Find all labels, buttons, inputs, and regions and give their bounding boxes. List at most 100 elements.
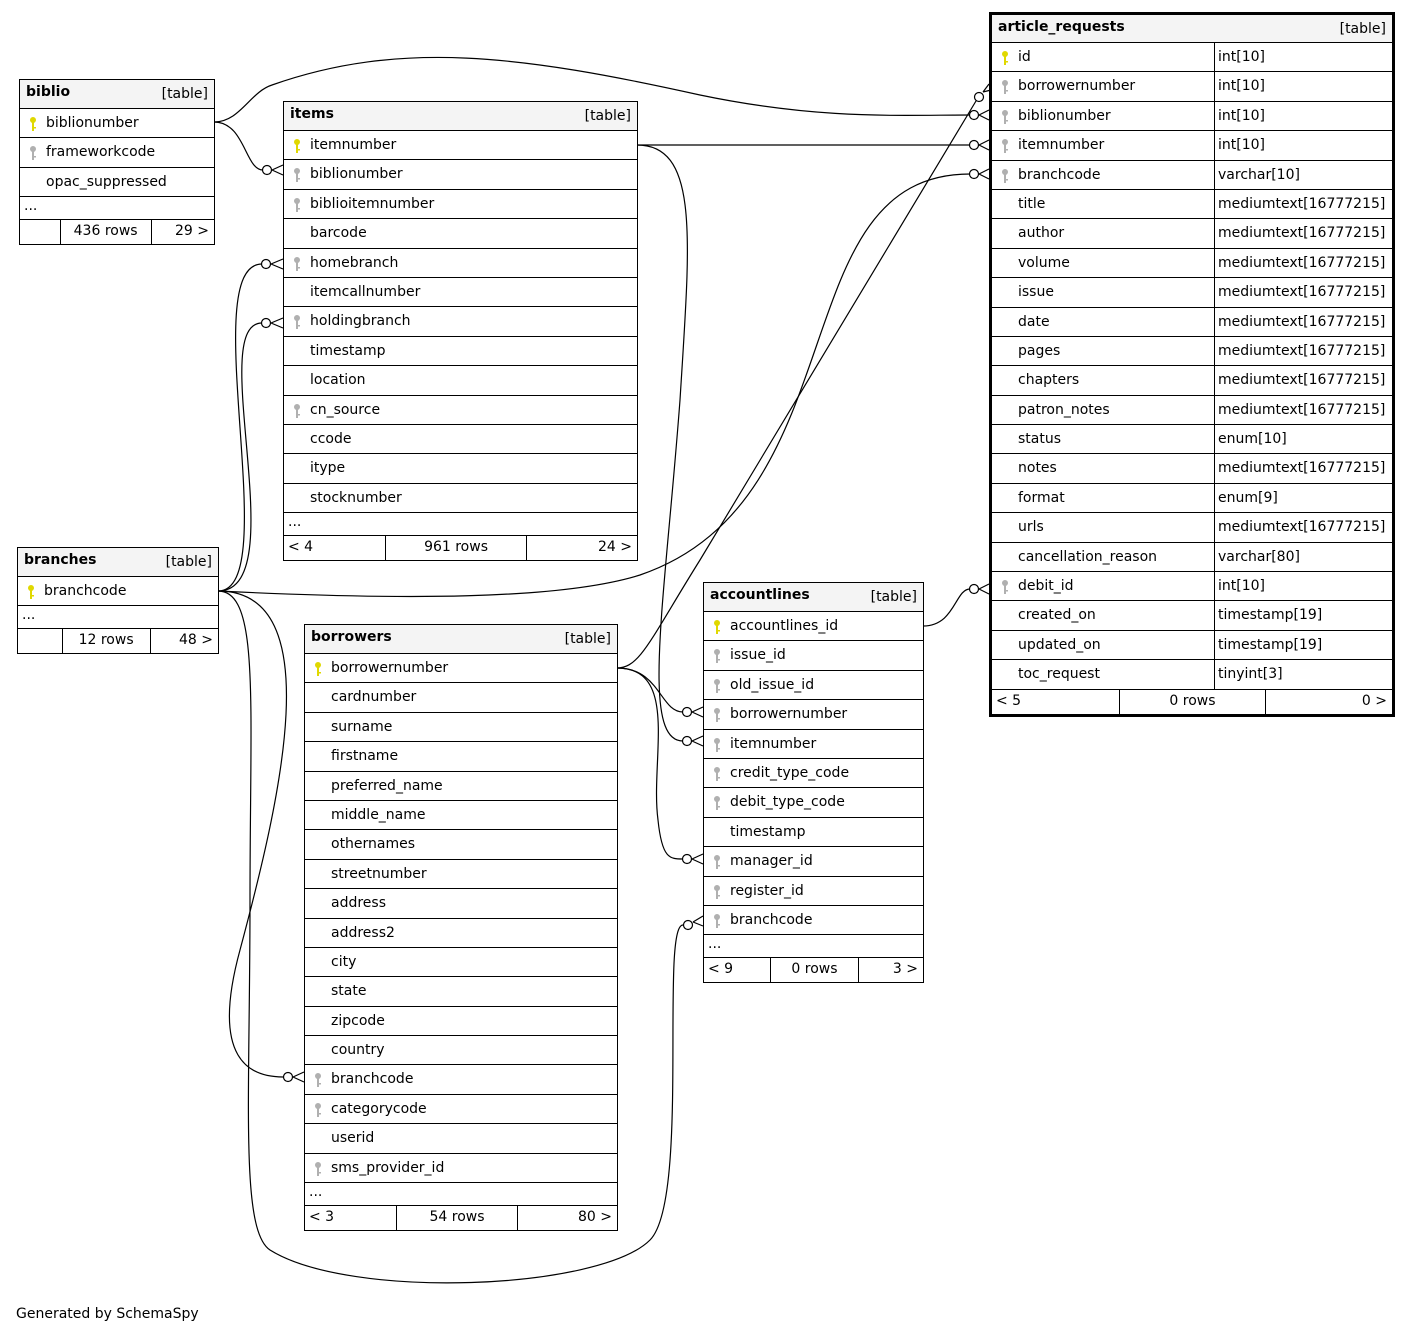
column-row[interactable]: location [284, 366, 637, 396]
table-header[interactable]: borrowers[table] [305, 625, 617, 654]
column-row[interactable]: opac_suppressed [20, 168, 214, 198]
child-count[interactable]: 48 > [149, 629, 218, 654]
table-header[interactable]: items[table] [284, 102, 637, 131]
column-row[interactable]: credit_type_code [704, 759, 923, 789]
parent-count[interactable]: < 5 [996, 692, 1022, 709]
column-name: address2 [331, 924, 395, 941]
column-type: enum[10] [1218, 431, 1287, 448]
column-name: timestamp [730, 823, 806, 840]
column-row[interactable]: middle_name [305, 801, 617, 831]
column-row[interactable]: frameworkcode [20, 138, 214, 168]
column-row[interactable]: zipcode [305, 1007, 617, 1037]
column-row[interactable]: biblioitemnumber [284, 190, 637, 220]
column-row[interactable]: ccode [284, 425, 637, 455]
child-count[interactable]: 0 > [1264, 689, 1392, 714]
column-row[interactable]: preferred_name [305, 772, 617, 801]
column-row[interactable]: othernames [305, 830, 617, 860]
column-row[interactable]: old_issue_id [704, 671, 923, 701]
column-row[interactable]: address2 [305, 919, 617, 948]
column-row[interactable]: cn_source [284, 396, 637, 425]
column-row[interactable]: categorycode [305, 1095, 617, 1125]
column-row[interactable]: userid [305, 1124, 617, 1154]
column-type: varchar[80] [1218, 548, 1300, 565]
table-header[interactable]: biblio[table] [20, 80, 214, 109]
column-row[interactable]: itemnumber [284, 131, 637, 161]
column-row[interactable]: state [305, 977, 617, 1007]
column-row[interactable]: timestamp [284, 337, 637, 367]
table-header[interactable]: branches[table] [18, 548, 218, 577]
parent-count[interactable]: < 4 [288, 539, 314, 556]
column-row[interactable]: itemnumber [704, 730, 923, 759]
column-row[interactable]: biblionumber [284, 160, 637, 190]
parent-count[interactable] [20, 220, 60, 244]
column-row[interactable]: register_id [704, 877, 923, 906]
child-count[interactable]: 3 > [857, 958, 923, 983]
column-row[interactable]: itemcallnumber [284, 278, 637, 308]
parent-count[interactable]: < 9 [708, 961, 734, 978]
column-row[interactable]: homebranch [284, 249, 637, 278]
column-row[interactable]: branchcode [18, 577, 218, 607]
column-row[interactable]: country [305, 1036, 617, 1066]
parent-count[interactable] [18, 629, 62, 653]
column-row[interactable]: debit_type_code [704, 788, 923, 818]
column-name: urls [1018, 519, 1044, 536]
parent-count[interactable]: < 3 [309, 1209, 335, 1226]
column-row[interactable]: biblionumber [20, 109, 214, 139]
child-count[interactable]: 29 > [150, 220, 214, 245]
column-row[interactable]: itype [284, 454, 637, 484]
child-count[interactable]: 80 > [516, 1206, 617, 1231]
column-row[interactable]: branchcode [305, 1065, 617, 1095]
table-header[interactable]: article_requests[table] [992, 15, 1392, 43]
column-row[interactable]: stocknumber [284, 484, 637, 514]
table-header[interactable]: accountlines[table] [704, 583, 923, 612]
column-row[interactable]: firstname [305, 742, 617, 772]
column-row[interactable]: barcode [284, 219, 637, 249]
column-name: biblioitemnumber [310, 195, 435, 212]
primary-key-icon [1000, 50, 1010, 66]
column-row[interactable]: accountlines_id [704, 612, 923, 642]
column-row[interactable]: branchcode [704, 906, 923, 936]
column-row[interactable]: address [305, 889, 617, 919]
column-row[interactable]: streetnumber [305, 860, 617, 890]
child-count[interactable]: 24 > [525, 536, 637, 561]
column-row[interactable]: city [305, 948, 617, 978]
column-row[interactable]: borrowernumber [305, 654, 617, 684]
column-row[interactable]: borrowernumber [704, 700, 923, 730]
column-row[interactable]: timestamp [704, 818, 923, 848]
column-row[interactable]: manager_id [704, 847, 923, 877]
column-row[interactable]: cardnumber [305, 683, 617, 713]
column-row[interactable]: sms_provider_id [305, 1154, 617, 1184]
foreign-key-icon [712, 854, 722, 870]
column-row[interactable]: surname [305, 713, 617, 743]
column-row[interactable]: holdingbranch [284, 307, 637, 337]
column-row[interactable]: issue_id [704, 641, 923, 671]
